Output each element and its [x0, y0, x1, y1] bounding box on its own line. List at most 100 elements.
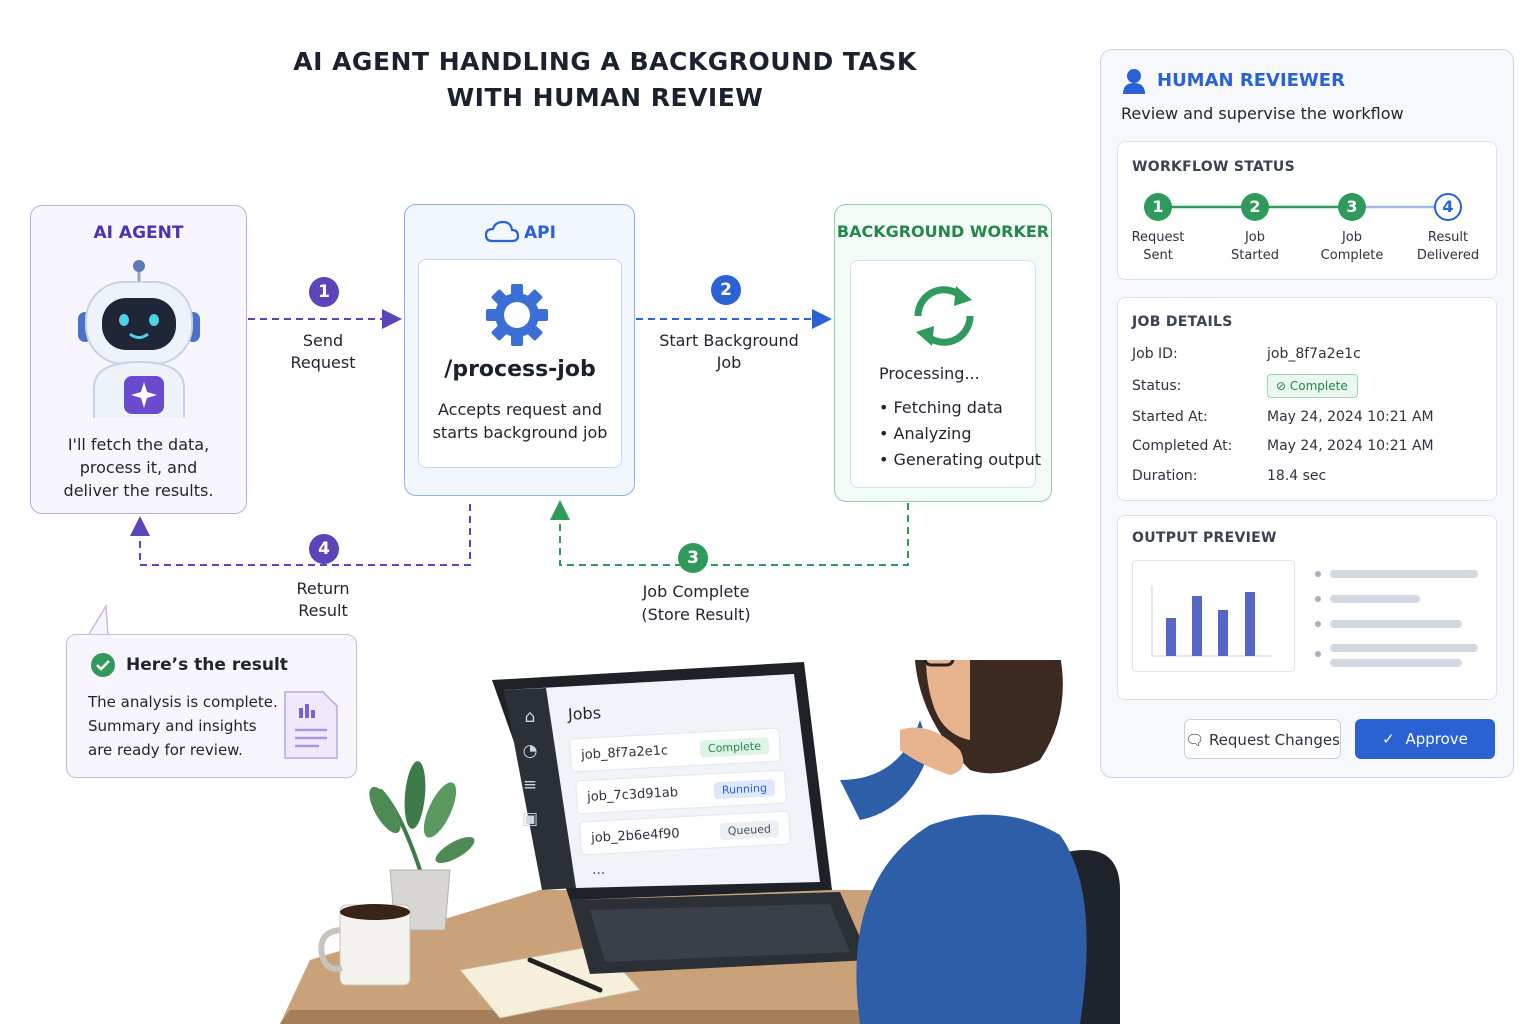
comment-icon: 🗨	[1185, 731, 1205, 749]
api-desc-line: Accepts request and	[438, 400, 602, 419]
laptop-more: ...	[592, 862, 606, 878]
arrow-job-complete	[550, 500, 909, 566]
workflow-status-card	[1117, 141, 1497, 280]
laptop-job-id: job_2b6e4f90	[590, 826, 680, 846]
flow-step-4-badge: 4	[309, 534, 339, 564]
flow-step-1-label: Send Request	[263, 330, 383, 374]
laptop-job-status: Queued	[719, 820, 780, 841]
report-document-icon	[284, 691, 338, 759]
worker-task: • Analyzing	[879, 424, 972, 443]
bubble-tail	[87, 604, 109, 636]
flow-label-line: (Store Result)	[641, 605, 751, 624]
detail-label: Duration:	[1132, 468, 1198, 484]
worker-task-label: Generating output	[893, 450, 1042, 469]
flow-label-line: Job Complete	[642, 582, 750, 601]
title-line-2: WITH HUMAN REVIEW	[446, 83, 764, 112]
home-icon[interactable]: ⌂	[524, 707, 536, 727]
clock-icon[interactable]: ◔	[522, 741, 538, 761]
laptop-job-id: job_8f7a2e1c	[580, 743, 669, 763]
workflow-label-line: Request	[1131, 230, 1185, 245]
workflow-label-line: Delivered	[1416, 248, 1480, 263]
refresh-icon	[914, 286, 974, 346]
title-line-1: AI AGENT HANDLING A BACKGROUND TASK	[293, 47, 917, 76]
check-circle-icon	[91, 653, 115, 677]
result-text-line: The analysis is complete.	[88, 693, 278, 711]
api-endpoint: /process-job	[444, 357, 596, 382]
flow-label-line: Result	[298, 601, 348, 620]
flow-step-3-badge: 3	[678, 543, 708, 573]
approve-button[interactable]: ✓ Approve	[1355, 719, 1495, 759]
workflow-label-line: Sent	[1143, 248, 1173, 263]
flow-step-3-label: Job Complete (Store Result)	[620, 580, 772, 626]
workflow-label-line: Result	[1427, 230, 1469, 245]
workflow-status-title: WORKFLOW STATUS	[1132, 159, 1295, 175]
approve-label: Approve	[1405, 730, 1468, 748]
agent-speech-line: deliver the results.	[63, 481, 214, 500]
worker-task-list: • Fetching data • Analyzing • Generating…	[879, 395, 1041, 473]
output-chart-thumbnail	[1132, 560, 1295, 672]
detail-value-job-id: job_8f7a2e1c	[1267, 346, 1361, 362]
agent-speech-line: I'll fetch the data,	[67, 435, 210, 454]
gear-icon	[486, 284, 548, 346]
worker-status-card	[850, 260, 1036, 488]
worker-status: Processing...	[879, 364, 980, 383]
workflow-progress-line	[1160, 205, 1440, 209]
job-details-card	[1117, 297, 1497, 501]
reviewer-title: HUMAN REVIEWER	[1157, 70, 1345, 91]
workflow-label-line: Job	[1244, 230, 1266, 245]
diagram-title: AI AGENT HANDLING A BACKGROUND TASK WITH…	[230, 44, 980, 116]
workflow-step-1: 1	[1144, 193, 1172, 221]
ai-agent-title: AI AGENT	[93, 223, 184, 243]
job-details-title: JOB DETAILS	[1132, 314, 1233, 330]
detail-label: Status:	[1132, 378, 1182, 394]
laptop-job-status: Complete	[699, 737, 770, 758]
result-text-line: are ready for review.	[88, 741, 243, 759]
box-icon[interactable]: ▣	[521, 809, 539, 829]
reviewer-subtitle: Review and supervise the workflow	[1121, 104, 1404, 123]
worker-task: • Generating output	[879, 450, 1042, 469]
workflow-step-2: 2	[1241, 193, 1269, 221]
detail-value-duration: 18.4 sec	[1267, 468, 1327, 484]
status-badge: ⊘ Complete	[1267, 374, 1358, 398]
flow-step-2-badge: 2	[711, 275, 741, 305]
agent-speech: I'll fetch the data, process it, and del…	[30, 433, 247, 502]
detail-value-started: May 24, 2024 10:21 AM	[1267, 409, 1434, 425]
flow-step-2-label: Start Background Job	[650, 330, 808, 374]
flow-label-line: Request	[290, 353, 356, 372]
detail-value-completed: May 24, 2024 10:21 AM	[1267, 438, 1434, 454]
laptop-job-status: Running	[713, 779, 776, 800]
worker-task: • Fetching data	[879, 398, 1003, 417]
api-title: API	[524, 223, 556, 243]
laptop-jobs-heading: Jobs	[567, 703, 602, 724]
worker-task-label: Analyzing	[893, 424, 972, 443]
arrow-return-result	[130, 504, 471, 566]
request-changes-button[interactable]: 🗨 Request Changes	[1184, 719, 1341, 759]
check-icon: ✓	[1382, 730, 1395, 748]
result-text: The analysis is complete. Summary and in…	[88, 690, 278, 762]
detail-label: Started At:	[1132, 409, 1208, 425]
flow-step-4-label: Return Result	[273, 578, 373, 622]
laptop-sidebar: ⌂ ◔ ≡ ▣	[517, 700, 543, 836]
flow-step-1-badge: 1	[309, 277, 339, 307]
check-circle-icon: ⊘	[1276, 379, 1287, 393]
flow-label-line: Start Background	[659, 331, 799, 350]
agent-speech-line: process it, and	[79, 458, 198, 477]
output-preview-title: OUTPUT PREVIEW	[1132, 530, 1277, 546]
flow-label-line: Send	[302, 331, 344, 350]
result-text-line: Summary and insights	[88, 717, 257, 735]
request-changes-label: Request Changes	[1208, 731, 1340, 749]
detail-label: Completed At:	[1132, 438, 1233, 454]
menu-icon[interactable]: ≡	[522, 775, 538, 795]
robot-icon	[78, 260, 200, 418]
worker-task-label: Fetching data	[893, 398, 1003, 417]
api-desc-line: starts background job	[432, 423, 608, 442]
api-description: Accepts request and starts background jo…	[418, 398, 622, 444]
flow-label-line: Return	[296, 579, 350, 598]
detail-label: Job ID:	[1132, 346, 1178, 362]
workflow-step-3: 3	[1338, 193, 1366, 221]
status-badge-label: Complete	[1289, 379, 1348, 393]
